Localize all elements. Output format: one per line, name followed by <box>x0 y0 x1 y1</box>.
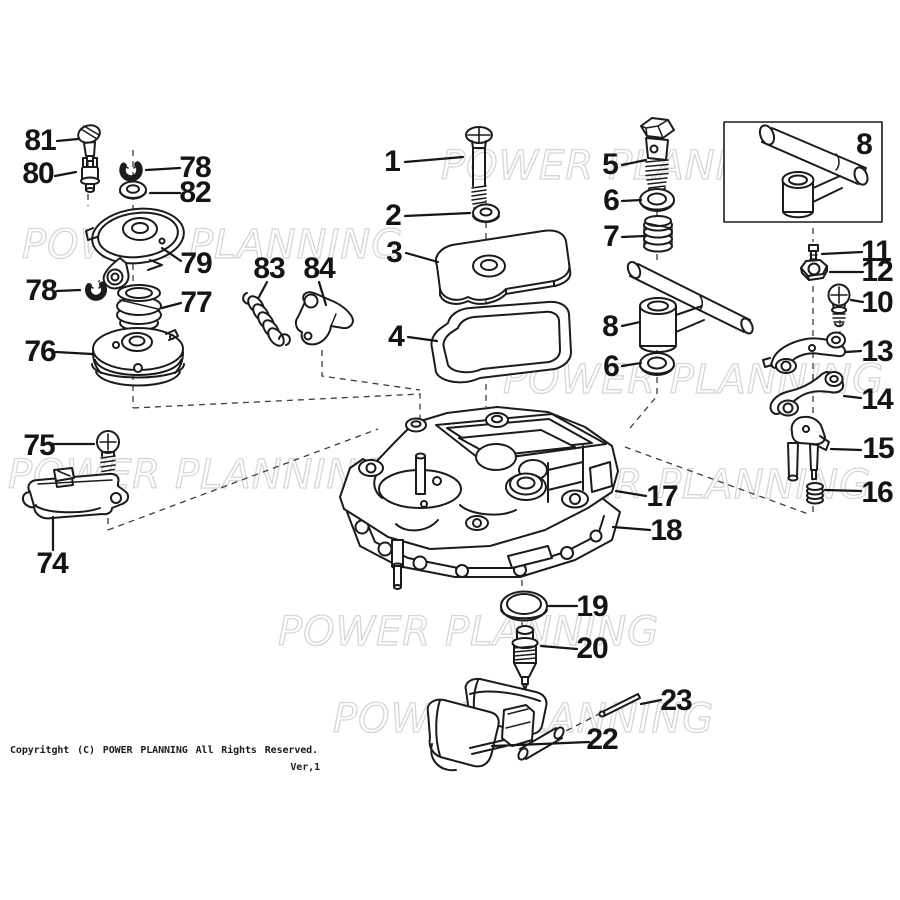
part-label-79: 79 <box>180 247 212 280</box>
part-5-bolt <box>640 117 675 193</box>
part-label-78-upper: 78 <box>179 151 211 184</box>
part-16-spring <box>806 482 824 505</box>
part-label-81: 81 <box>24 124 56 157</box>
part-label-8-inset: 8 <box>856 128 873 161</box>
part-label-4: 4 <box>388 320 405 353</box>
part-label-8-main: 8 <box>602 310 619 343</box>
part-76-cover <box>91 327 185 387</box>
part-label-75: 75 <box>23 429 55 462</box>
part-label-12: 12 <box>861 255 893 288</box>
part-10-screw <box>827 283 851 328</box>
part-label-74: 74 <box>36 547 68 580</box>
part-label-78-lower: 78 <box>25 274 57 307</box>
part-77-spring <box>116 284 162 332</box>
part-label-22: 22 <box>586 723 618 756</box>
part-label-7: 7 <box>603 220 620 253</box>
part-81-screw <box>77 124 101 162</box>
part-label-20: 20 <box>576 632 608 665</box>
part-label-13: 13 <box>861 335 893 368</box>
part-label-16: 16 <box>861 476 893 509</box>
part-13-arm <box>762 331 847 374</box>
part-label-82: 82 <box>179 176 211 209</box>
part-8-inset <box>723 121 883 223</box>
part-label-5: 5 <box>602 148 619 181</box>
part-3-cover-plate <box>435 229 572 305</box>
part-label-19: 19 <box>576 590 608 623</box>
part-14-link-plate <box>769 371 845 417</box>
part-12-nut <box>800 259 828 281</box>
watermark-text: POWER PLANNING <box>21 221 404 268</box>
part-6-washer-lower <box>639 352 675 376</box>
part-17-carburetor-body <box>339 406 619 590</box>
part-83-spring <box>242 292 291 347</box>
version-text: Ver,1 <box>290 762 320 773</box>
part-label-11: 11 <box>861 235 892 268</box>
part-2-washer <box>472 203 500 223</box>
part-label-76: 76 <box>24 335 56 368</box>
part-82-washer <box>119 180 147 200</box>
part-label-3: 3 <box>386 236 403 269</box>
part-7-spring <box>643 215 673 253</box>
part-23-float-pin <box>598 693 641 718</box>
part-label-10: 10 <box>861 286 893 319</box>
part-label-6-upper: 6 <box>603 184 620 217</box>
part-79-pump-cover <box>85 207 185 290</box>
part-4-gasket <box>430 300 572 384</box>
part-11-set-screw <box>808 244 819 263</box>
part-label-15: 15 <box>862 432 894 465</box>
part-label-14: 14 <box>861 383 893 416</box>
part-74-bracket <box>22 467 130 520</box>
part-78-e-clip-lower <box>85 281 107 301</box>
part-80-valve <box>80 157 100 193</box>
part-label-6-lower: 6 <box>603 350 620 383</box>
part-label-23: 23 <box>660 684 692 717</box>
part-label-80: 80 <box>22 157 54 190</box>
part-15-fork <box>787 415 830 482</box>
part-22-float <box>426 677 565 772</box>
part-label-84: 84 <box>303 252 335 285</box>
part-label-2: 2 <box>385 199 402 232</box>
part-78-e-clip-upper <box>119 161 143 182</box>
part-label-1: 1 <box>384 145 401 178</box>
watermark-text: POWER PLANNING <box>277 608 660 655</box>
part-label-18: 18 <box>650 514 682 547</box>
callout-leader-lines <box>51 137 865 748</box>
part-20-needle-valve <box>511 625 539 691</box>
copyright-line: Copyritght (C) POWER PLANNING All Rights… <box>10 745 319 756</box>
part-84-cam-lever <box>294 291 354 346</box>
part-19-seal-ring <box>500 590 548 622</box>
part-label-17: 17 <box>646 480 678 513</box>
part-8-t-pipe <box>626 260 754 353</box>
part-6-washer-upper <box>639 188 675 212</box>
part-1-screw <box>465 126 493 215</box>
part-label-77: 77 <box>180 286 212 319</box>
part-label-83: 83 <box>253 252 285 285</box>
